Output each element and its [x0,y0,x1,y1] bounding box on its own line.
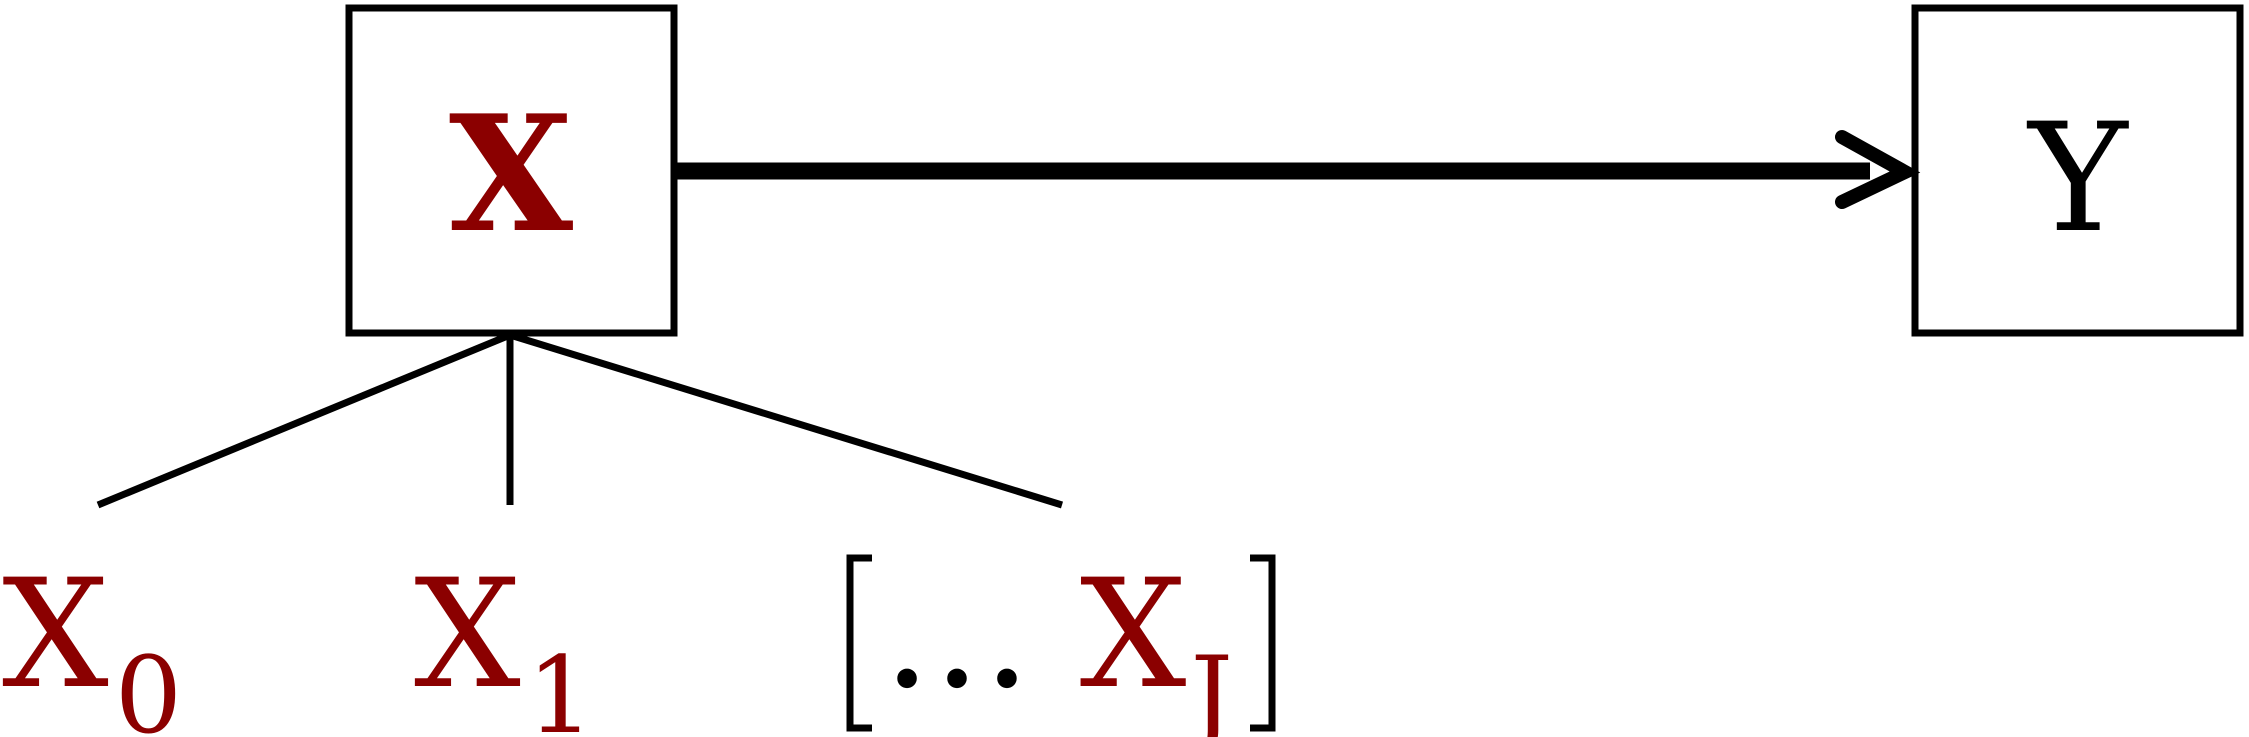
child-x0-subscript: 0 [115,634,182,737]
child-xj-ellipsis: … [882,548,1080,722]
child-xj-base: X [1080,548,1187,722]
edge-x-to-x0 [96,331,512,509]
child-xj-label: … XJ [882,548,1233,737]
left-bracket [846,554,872,732]
child-x0-base: X [2,548,109,722]
node-y-box [1911,4,2244,337]
right-bracket [1250,554,1276,732]
node-x-label: X [449,80,573,268]
node-y-label: Y [2026,92,2129,266]
node-x-box [345,4,678,337]
child-x1-base: X [414,548,521,722]
edge-x-to-xj [508,331,1064,509]
arrow-head [1835,130,1921,209]
child-x1-subscript: 1 [527,634,594,737]
child-x0-label: X0 [2,548,182,737]
child-xj-subscript: J [1181,634,1233,737]
child-x1-label: X1 [414,548,594,737]
